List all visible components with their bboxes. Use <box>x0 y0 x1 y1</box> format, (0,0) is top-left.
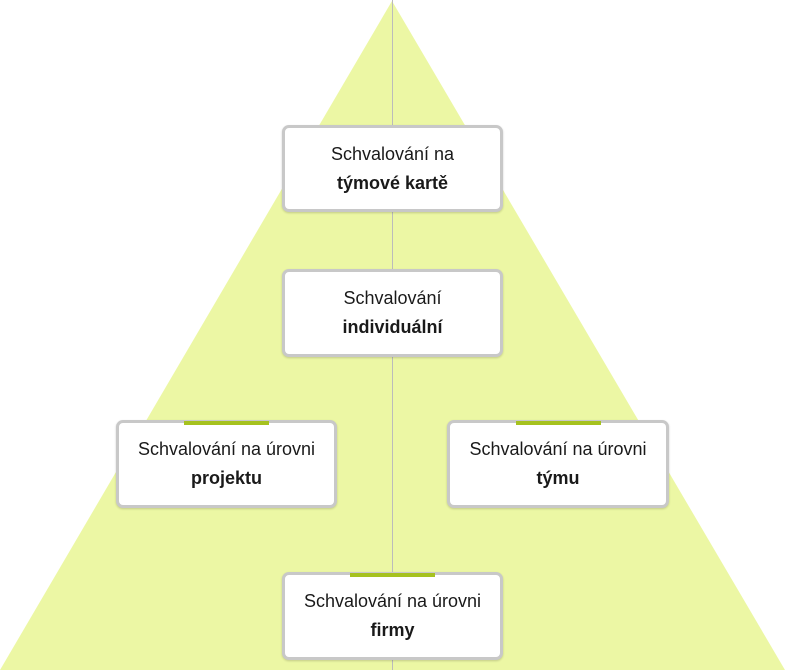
node-company-approval: Schvalování na úrovni firmy <box>282 572 503 660</box>
node-team-approval: Schvalování na úrovni týmu <box>447 420 669 508</box>
node-accent-bar <box>516 421 601 425</box>
node-label-bold: projektu <box>190 468 262 488</box>
node-label: Schvalování na <box>330 143 455 164</box>
node-accent-bar <box>350 573 435 577</box>
node-team-card-approval: Schvalování na týmové kartě <box>282 125 503 212</box>
node-label-bold: týmu <box>536 468 580 488</box>
node-project-approval: Schvalování na úrovni projektu <box>116 420 337 508</box>
node-label-bold: individuální <box>342 317 443 337</box>
node-label: Schvalování na úrovni <box>469 439 647 459</box>
node-label-bold: týmové kartě <box>336 172 449 193</box>
node-label: Schvalování na úrovni <box>137 439 316 459</box>
node-accent-bar <box>184 421 269 425</box>
node-label-bold: firmy <box>370 620 415 640</box>
node-individual-approval: Schvalování individuální <box>282 269 503 357</box>
node-label: Schvalování <box>343 288 442 308</box>
node-label: Schvalování na úrovni <box>303 591 482 611</box>
